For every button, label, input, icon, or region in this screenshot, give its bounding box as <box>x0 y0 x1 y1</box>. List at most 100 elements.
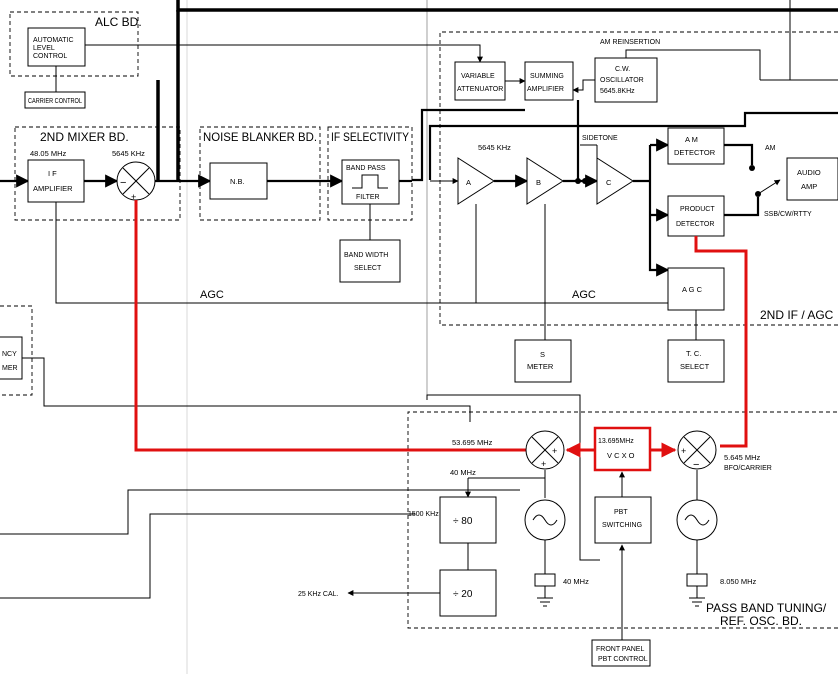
summing-amplifier-block <box>524 61 574 101</box>
svg-text:+: + <box>131 192 136 202</box>
divide-by-20-block <box>439 569 497 617</box>
s-meter-label-1: S <box>540 350 545 359</box>
band-pass-label-1: BAND PASS <box>346 165 386 172</box>
f40-label: 40 MHz <box>450 468 476 477</box>
second-mixer-symbol: − + <box>116 161 156 202</box>
second-mixer-board-outline <box>14 126 181 221</box>
svg-text:+: + <box>681 446 686 456</box>
second-if-board-outline <box>439 31 838 326</box>
audio-amp-label-1: AUDIO <box>797 168 821 177</box>
bfo-mixer-symbol: + − <box>677 430 717 471</box>
s-meter-label-2: METER <box>527 362 554 371</box>
left-board-outline <box>0 305 33 396</box>
f53-label: 53.695 MHz <box>452 438 493 447</box>
var-att-label-2: ATTENUATOR <box>457 86 503 93</box>
am-det-label-1: A M <box>685 135 698 144</box>
pass-band-title-1: PASS BAND TUNING/ <box>706 601 827 615</box>
freq-left-label-2: MER <box>2 365 18 372</box>
am-output-label: AM <box>765 145 776 152</box>
pbt-switching-block <box>594 496 652 544</box>
agc-label-right: AGC <box>572 289 596 301</box>
carrier-control-label: CARRIER CONTROL <box>28 98 82 105</box>
pass-band-title-2: REF. OSC. BD. <box>720 614 802 628</box>
if-amp-label-1: I F <box>48 169 57 178</box>
band-pass-label-2: FILTER <box>356 194 380 201</box>
sidetone-label: SIDETONE <box>582 135 618 142</box>
amp-a-triangle <box>457 157 495 205</box>
alc-label-1: AUTOMATIC <box>33 37 74 44</box>
svg-text:+: + <box>552 446 557 456</box>
vcxo-block <box>593 426 652 472</box>
prod-det-label-2: DETECTOR <box>676 221 714 228</box>
if-selectivity-title: IF SELECTIVITY <box>331 130 409 144</box>
svg-text:−: − <box>120 177 126 189</box>
pbt-sw-label-2: SWITCHING <box>602 522 642 529</box>
sum-amp-label-1: SUMMING <box>530 73 564 80</box>
vcxo-label-1: 13.695MHz <box>598 438 634 445</box>
agc-block-label: A G C <box>682 285 703 294</box>
tc-select-block <box>667 339 725 383</box>
svg-text:−: − <box>693 459 699 471</box>
mode-switch <box>757 179 781 195</box>
alc-block <box>27 27 86 67</box>
div20-label: ÷ 20 <box>453 589 473 600</box>
cw-osc-label-3: 5645.8KHz <box>600 88 635 95</box>
filter-icon <box>352 174 388 189</box>
product-detector-block <box>667 195 725 237</box>
cw-osc-label-2: OSCILLATOR <box>600 77 644 84</box>
am-det-label-2: DETECTOR <box>674 148 716 157</box>
xtal40-label: 40 MHz <box>563 577 589 586</box>
pass-band-board-outline <box>407 411 838 629</box>
amp-b-label: B <box>536 178 541 187</box>
f1500-label: 1500 KHz <box>408 511 439 518</box>
noise-blanker-title: NOISE BLANKER BD. <box>203 130 317 144</box>
audio-amp-label-2: AMP <box>801 182 817 191</box>
amp-c-triangle <box>596 157 634 205</box>
amp-c-label: C <box>606 178 612 187</box>
tc-select-label-2: SELECT <box>680 362 710 371</box>
ssb-output-label: SSB/CW/RTTY <box>764 211 812 218</box>
second-mixer-title: 2ND MIXER BD. <box>40 130 129 144</box>
mixer-freq-label: 5645 KHz <box>112 149 145 158</box>
if-amplifier-block <box>27 159 85 203</box>
amp-b-triangle <box>526 157 564 205</box>
alc-label-2: LEVEL <box>33 45 55 52</box>
crystal-8-icon <box>686 573 708 587</box>
fold-lines <box>186 0 428 674</box>
second-if-agc-title: 2ND IF / AGC <box>760 308 834 322</box>
pbt-sw-label-1: PBT <box>614 509 628 516</box>
s-meter-block <box>514 339 572 383</box>
front-panel-label-1: FRONT PANEL <box>596 646 644 653</box>
if-freq-label: 48.05 MHz <box>30 149 67 158</box>
crystal-40-icon <box>534 573 556 587</box>
cal25-label: 25 KHz CAL. <box>298 591 339 598</box>
freq-left-label-1: NCY <box>2 351 17 358</box>
band-width-label-2: SELECT <box>354 265 382 272</box>
f5645-label: 5.645 MHz <box>724 453 761 462</box>
sum-amp-label-2: AMPLIFIER <box>527 86 564 93</box>
agc-block <box>667 267 725 311</box>
pbt-highlight-path <box>134 200 748 452</box>
band-width-select-block <box>339 239 401 283</box>
frequency-block-partial <box>0 336 23 380</box>
var-att-label-1: VARIABLE <box>461 73 495 80</box>
noise-blanker-board-outline <box>199 126 321 221</box>
amp-a-label: A <box>466 178 471 187</box>
thick-wiring <box>156 0 838 182</box>
variable-attenuator-block <box>454 61 506 101</box>
if-amp-label-2: AMPLIFIER <box>33 184 73 193</box>
bfo-label: BFO/CARRIER <box>724 465 772 472</box>
pbt-mixer-symbol: + + <box>525 430 565 470</box>
am-reinsertion-title: AM REINSERTION <box>600 39 660 46</box>
agc-label-left: AGC <box>200 289 224 301</box>
front-panel-label-2: PBT CONTROL <box>598 656 648 663</box>
am-detector-block <box>667 127 725 165</box>
alc-label-3: CONTROL <box>33 53 67 60</box>
xtal8-label: 8.050 MHz <box>720 577 757 586</box>
front-panel-pbt-block <box>591 639 651 667</box>
band-width-label-1: BAND WIDTH <box>344 252 388 259</box>
alc-board-title: ALC BD. <box>95 15 142 29</box>
audio-amp-block <box>786 157 838 201</box>
noise-blanker-block <box>209 162 268 200</box>
